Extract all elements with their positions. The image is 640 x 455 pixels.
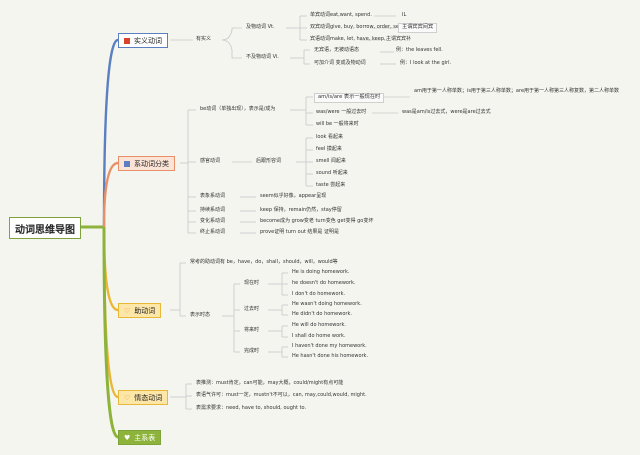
node-jie-ci[interactable]: 可加介词 变成及物动词 (314, 60, 366, 66)
branch-label: 主系表 (134, 433, 156, 442)
note-bin-bu[interactable]: 主谓宾宾补 (386, 36, 412, 42)
sentence-8[interactable]: I haven't done my homework. (292, 343, 367, 349)
sentence-6[interactable]: He will do homework. (292, 322, 346, 328)
square-icon (124, 160, 130, 167)
square-icon (124, 37, 130, 44)
node-chang-jian[interactable]: 常考的助动词有 be，have，do，shall，should，will，wou… (190, 259, 338, 265)
note-jie-ci[interactable]: 例：I look at the girl. (400, 60, 452, 66)
sentence-3[interactable]: I don't do homework. (292, 291, 346, 297)
node-bian-hua[interactable]: 变化系动词 (200, 218, 226, 224)
node-xian-zai[interactable]: 现在时 (244, 280, 260, 286)
sentence-2[interactable]: he doesn't do homework. (292, 280, 356, 286)
node-qingtai-3[interactable]: 表需求要求：need, have to, should, ought to. (196, 405, 307, 411)
node-bin-bu[interactable]: 宾语动词make, let, have, keep,. (310, 36, 388, 42)
node-chi-xu[interactable]: 持续系动词 (200, 207, 226, 213)
heart-icon: ♡ (124, 306, 131, 315)
node-be-verb[interactable]: be动词（单独出现），表示是/成为 (200, 106, 276, 112)
note-am[interactable]: am用于第一人称单数；is用于第三人称单数；are用于第一人称第三人称复数，第二… (414, 88, 620, 94)
branch-label: 助动词 (134, 306, 156, 315)
branch-label: 系动词分类 (134, 159, 169, 168)
node-smell[interactable]: smell 闻起来 (316, 158, 346, 164)
node-ji-wu[interactable]: 及物动词 Vt. (246, 24, 275, 30)
note-wu-bin[interactable]: 例：the leaves fell. (396, 47, 443, 53)
node-keep[interactable]: keep 保持，remain仍然，stay停留 (260, 207, 342, 213)
node-sound[interactable]: sound 听起来 (316, 170, 348, 176)
node-hou-gen[interactable]: 后跟形容词 (256, 158, 282, 164)
node-taste[interactable]: taste 尝起来 (316, 182, 346, 188)
branch-label: 实义动词 (134, 36, 162, 45)
node-biao-shi[interactable]: 表示时态 (190, 312, 211, 318)
node-am-is-are[interactable]: am/is/are 表示一般现在时 (314, 93, 385, 103)
note-shuang-bin[interactable]: 主谓宾宾间宾 (398, 23, 438, 33)
node-seem[interactable]: seem似乎好像，appear呈现 (260, 193, 327, 199)
node-feel[interactable]: feel 摸起来 (316, 146, 342, 152)
sentence-9[interactable]: He hasn't done his homework. (292, 353, 369, 359)
root-node[interactable]: 动词思维导图 (9, 217, 81, 239)
node-look[interactable]: look 看起来 (316, 134, 343, 140)
node-qingtai-2[interactable]: 表语气许可：must一定，mustn't不可以，can, may,could,w… (196, 392, 367, 398)
branch-shiyi[interactable]: 实义动词 (118, 33, 168, 48)
heart-icon: ♥ (124, 433, 131, 442)
node-zhong-zhi[interactable]: 终止系动词 (200, 229, 226, 235)
node-wu-bin[interactable]: 无宾语，无被动语态 (314, 47, 360, 53)
note-was[interactable]: was是am/is过去式，were是are过去式 (402, 109, 491, 115)
node-gan-guan[interactable]: 感官动词 (200, 158, 221, 164)
node-jiang-lai[interactable]: 将来时 (244, 327, 260, 333)
branch-qingtai[interactable]: ♡ 情态动词 (118, 390, 169, 405)
node-dan-bin[interactable]: 单宾动词eat,want, spend. (310, 12, 372, 18)
node-bu-ji-wu[interactable]: 不及物动词 Vi. (246, 54, 279, 60)
branch-xidong[interactable]: 系动词分类 (118, 156, 175, 171)
sentence-7[interactable]: I shall do home work. (292, 333, 346, 339)
sentence-5[interactable]: He didn't do homework. (292, 311, 352, 317)
node-you-shi-yi[interactable]: 有实义 (196, 36, 212, 42)
branch-zhuxibiao[interactable]: ♥ 主系表 (118, 430, 162, 445)
node-shuang-bin[interactable]: 双宾动词give, buy, borrow, order, send, (310, 24, 407, 30)
node-was-were[interactable]: was/were 一般过去时 (316, 109, 367, 115)
heart-icon: ♡ (124, 393, 131, 402)
node-biao-xiang[interactable]: 表象系动词 (200, 193, 226, 199)
node-become[interactable]: become成为 grow变老 turn变色 get变得 go变坏 (260, 218, 374, 224)
note-dan-bin[interactable]: IL (402, 12, 407, 18)
node-wan-cheng[interactable]: 完成时 (244, 348, 260, 354)
sentence-4[interactable]: He wasn't doing homework. (292, 301, 362, 307)
node-guo-qu[interactable]: 过去时 (244, 306, 260, 312)
node-prove[interactable]: prove证明 turn out 结果是 证明是 (260, 229, 340, 235)
node-will-be[interactable]: will be 一般将来时 (316, 121, 359, 127)
sentence-1[interactable]: He is doing homework. (292, 269, 350, 275)
branch-label: 情态动词 (134, 393, 163, 402)
node-qingtai-1[interactable]: 表推测：must肯定，can可能，may大概，could/might有点可能 (196, 380, 344, 386)
branch-zhudong[interactable]: ♡ 助动词 (118, 303, 162, 318)
